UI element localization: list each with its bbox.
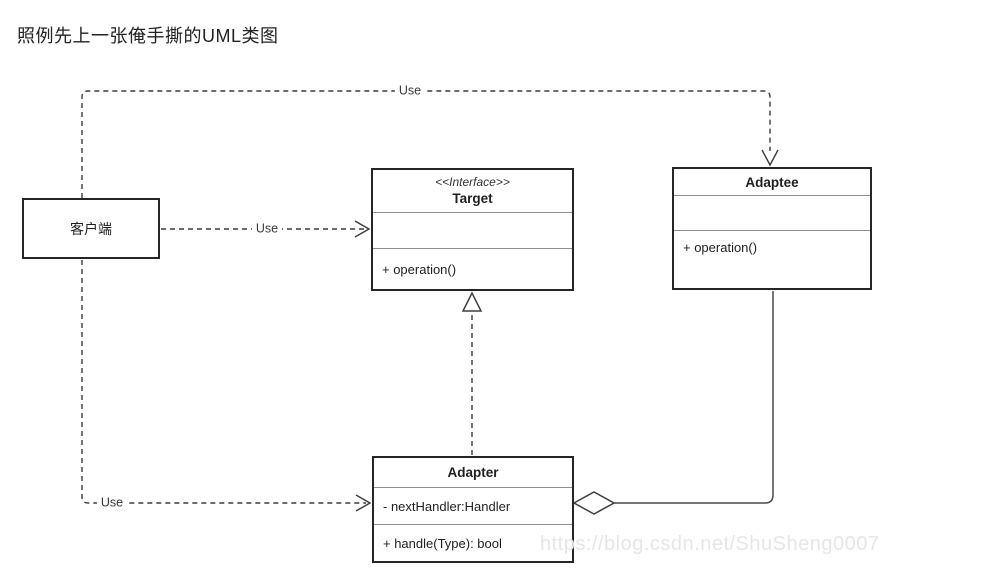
class-client-label: 客户端: [70, 220, 112, 237]
class-adapter: Adapter - nextHandler:Handler + handle(T…: [372, 456, 574, 563]
class-target-header: <<Interface>> Target: [373, 170, 572, 213]
class-adapter-methods: + handle(Type): bool: [383, 535, 502, 551]
edge-adapter-adaptee-line: [614, 291, 774, 504]
open-arrowhead-icon: [355, 494, 372, 512]
realization-triangle-icon: [461, 291, 483, 312]
class-target-stereotype: <<Interface>>: [435, 175, 510, 189]
watermark-text: https://blog.csdn.net/ShuSheng0007: [540, 533, 880, 555]
class-adaptee-attributes: [674, 196, 870, 231]
class-adapter-header: Adapter: [374, 458, 572, 488]
aggregation-diamond-icon: [572, 491, 616, 515]
open-arrowhead-icon: [761, 149, 779, 167]
class-target: <<Interface>> Target + operation(): [371, 168, 574, 291]
class-client: 客户端: [22, 198, 160, 259]
class-target-name: Target: [452, 191, 493, 206]
page-title: 照例先上一张俺手撕的UML类图: [17, 26, 279, 46]
edge-client-adapter-line: [81, 260, 366, 504]
edge-label-use-middle: Use: [251, 221, 283, 237]
class-adaptee-name: Adaptee: [745, 174, 799, 190]
edge-label-use-bottom: Use: [96, 495, 128, 511]
class-adapter-name: Adapter: [447, 465, 499, 480]
class-target-attributes: [373, 213, 572, 249]
class-adaptee-methods: + operation(): [683, 240, 758, 255]
edge-client-adaptee-line: [81, 90, 771, 198]
open-arrowhead-icon: [354, 220, 371, 238]
class-target-methods: + operation(): [382, 261, 457, 277]
edge-label-use-top: Use: [394, 83, 426, 99]
class-adaptee: Adaptee + operation(): [672, 167, 872, 290]
class-adaptee-header: Adaptee: [674, 169, 870, 196]
class-adapter-attributes: - nextHandler:Handler: [374, 488, 572, 525]
